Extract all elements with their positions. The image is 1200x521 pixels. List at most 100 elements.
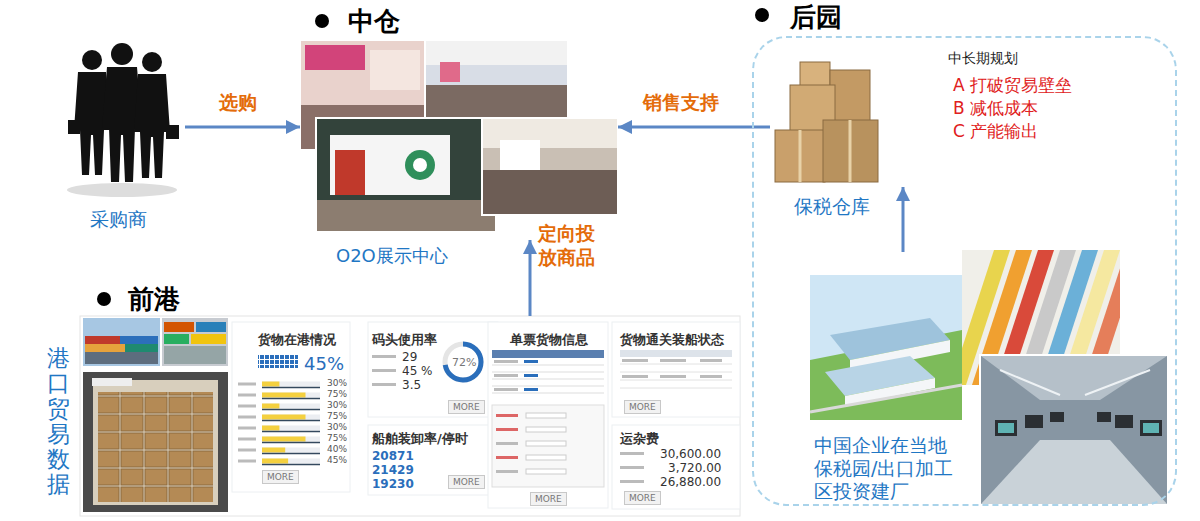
tape — [849, 120, 852, 182]
dashboard-panel: 单票货物信息 MORE — [488, 322, 608, 508]
container-photo — [83, 372, 228, 512]
gauge-value: 72% — [452, 356, 476, 369]
text-slot: C 产能输出 — [953, 121, 1038, 141]
cell-stub — [524, 374, 538, 377]
form-field — [526, 427, 566, 432]
row-stub — [372, 369, 396, 372]
form-stub — [496, 456, 518, 459]
edge-label: 选购 — [219, 91, 257, 115]
text-slot: 单票货物信息 — [510, 332, 588, 347]
form-stub — [496, 414, 518, 417]
text-slot: 船舶装卸率/停时 — [372, 431, 468, 446]
container — [164, 322, 194, 332]
text-slot: 45 % — [402, 364, 433, 378]
percent-value: 75% — [327, 433, 347, 444]
bar-line — [262, 442, 320, 444]
bar — [262, 404, 279, 409]
more-button: MORE — [624, 400, 661, 414]
more-button: MORE — [448, 475, 485, 489]
person-head — [111, 43, 133, 65]
port-photo — [83, 318, 160, 366]
row-stub — [620, 466, 644, 469]
bar — [262, 426, 279, 431]
booth — [370, 50, 420, 90]
person-body — [134, 74, 170, 178]
person-head — [82, 50, 102, 70]
cell-stub — [622, 359, 648, 362]
cell-stub — [524, 360, 538, 363]
text-slot: 中长期规划 — [948, 50, 1018, 67]
text-slot: 定向投放商品 — [538, 222, 600, 270]
expo-photo — [482, 118, 618, 215]
panel-ground — [368, 425, 498, 495]
cell-stub — [660, 359, 686, 362]
screen — [998, 423, 1014, 433]
plan-heading: 中长期规划 — [948, 50, 1018, 67]
row-stub — [620, 452, 644, 455]
container — [85, 352, 158, 364]
bar — [262, 382, 279, 387]
container — [85, 336, 120, 344]
form-panel — [492, 405, 604, 487]
form-field — [526, 413, 566, 418]
text-slot: O2O展示中心 — [336, 245, 448, 267]
row-stub — [620, 480, 644, 483]
bar-chart — [238, 382, 320, 465]
metric-value: 21429 — [372, 463, 414, 477]
bar-track — [262, 393, 320, 398]
form-stub — [496, 428, 518, 431]
text-slot: 19230 — [372, 477, 414, 491]
cell-stub — [494, 360, 518, 363]
percent-value: 40% — [327, 444, 347, 455]
metric-value: 45% — [304, 354, 344, 374]
person-head — [142, 52, 162, 72]
crowd — [483, 170, 617, 214]
bullet — [315, 14, 329, 28]
warehouse-picture: 保税仓库 — [770, 62, 917, 187]
text-slot: 75% — [327, 411, 347, 422]
dashboard-panel: 货物在港情况45%30%75%30%75%30%75%40%45%MORE — [232, 322, 350, 492]
percent-value: 75% — [327, 411, 347, 422]
text-slot: 货物在港情况 — [258, 332, 336, 347]
more-button: MORE — [530, 492, 567, 506]
flow-arrow — [618, 126, 770, 129]
bar-track — [262, 448, 320, 453]
more-button: MORE — [624, 491, 661, 505]
bar — [262, 448, 285, 453]
text-slot: MORE — [262, 470, 299, 484]
flow-arrow — [529, 240, 532, 316]
panel-title: 运杂费 — [620, 431, 659, 446]
text-slot: 销售支持 — [643, 91, 719, 115]
text-slot: MORE — [448, 475, 485, 489]
showroom-photo: 中仓O2O展示中心 — [300, 40, 618, 240]
table-rule — [492, 379, 604, 380]
bar — [262, 393, 306, 398]
text-slot: 21429 — [372, 463, 414, 477]
container-inside — [93, 380, 218, 505]
briefcase — [68, 120, 80, 134]
ceiling — [426, 41, 567, 65]
monitor — [1115, 415, 1133, 428]
text-slot: 运杂费 — [620, 431, 659, 446]
row-stub — [238, 449, 256, 452]
cell-stub — [524, 388, 538, 391]
text-slot: 40% — [327, 444, 347, 455]
bar-line — [262, 387, 320, 389]
percent-value: 30% — [327, 422, 347, 433]
buyer-figure: 采购商 — [60, 40, 185, 200]
row-stub — [238, 416, 256, 419]
text-slot: 选购 — [219, 91, 257, 115]
row-stub — [238, 438, 256, 441]
dashboard-panel: 货物通关装船状态MORE — [612, 322, 740, 417]
text-slot: 20871 — [372, 449, 414, 463]
logo — [405, 150, 435, 180]
bar-track — [262, 426, 320, 431]
section-heading: 中仓 — [348, 8, 400, 34]
text-slot: 前港 — [128, 286, 180, 312]
row-stub — [238, 394, 256, 397]
cell-stub — [660, 375, 686, 378]
monitor — [1140, 420, 1162, 436]
form-stub — [496, 470, 518, 473]
panel-title: 货物在港情况 — [258, 332, 336, 347]
bar-track — [262, 382, 320, 387]
